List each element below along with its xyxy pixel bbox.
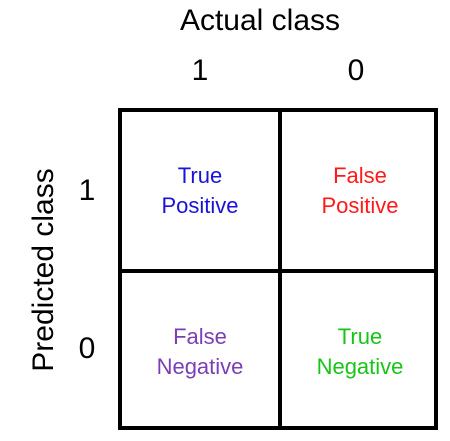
predicted-class-label: Predicted class bbox=[27, 168, 60, 372]
false-positive-line1: False bbox=[333, 162, 387, 188]
false-positive-line2: Positive bbox=[321, 192, 399, 218]
matrix-horizontal-divider bbox=[122, 269, 434, 273]
true-positive-line2: Positive bbox=[161, 192, 239, 218]
true-negative-line1: True bbox=[337, 323, 383, 349]
actual-class-0-label: 0 bbox=[347, 54, 365, 87]
true-positive-cell: True Positive bbox=[122, 112, 278, 269]
true-negative-line2: Negative bbox=[316, 353, 404, 379]
predicted-class-0-label: 0 bbox=[78, 332, 96, 365]
confusion-matrix: True Positive False Positive False Negat… bbox=[118, 108, 438, 430]
false-negative-cell: False Negative bbox=[122, 273, 278, 430]
true-negative-cell: True Negative bbox=[282, 273, 438, 430]
actual-class-1-label: 1 bbox=[191, 54, 209, 87]
true-positive-line1: True bbox=[177, 162, 223, 188]
predicted-class-1-label: 1 bbox=[78, 174, 96, 207]
false-positive-cell: False Positive bbox=[282, 112, 438, 269]
false-negative-line2: Negative bbox=[156, 353, 244, 379]
actual-class-label: Actual class bbox=[179, 4, 341, 37]
false-negative-line1: False bbox=[173, 323, 227, 349]
